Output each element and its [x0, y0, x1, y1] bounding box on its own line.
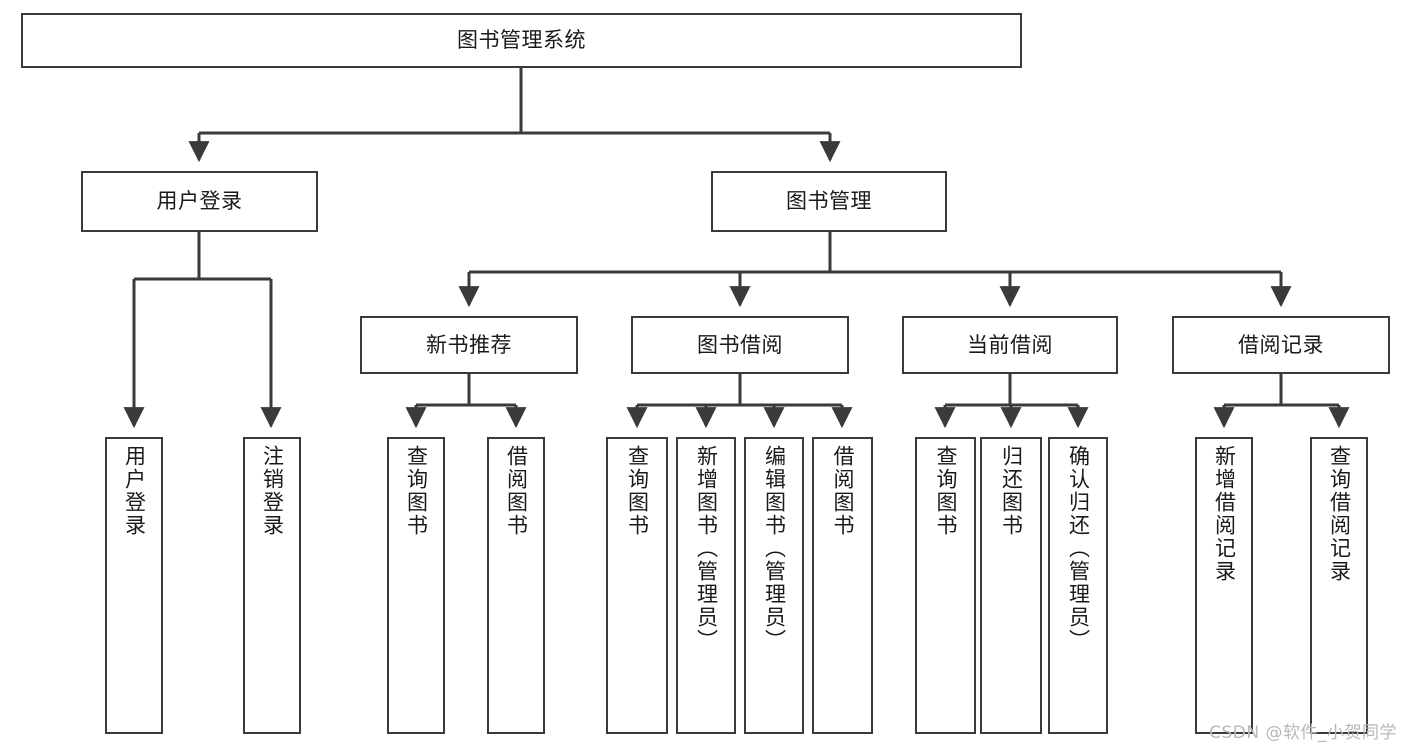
- node-borrow-record[interactable]: 借阅记录: [1172, 316, 1390, 374]
- node-leaf-query-book-2[interactable]: 查询图书: [606, 437, 668, 734]
- node-leaf-user-login-label: 用户登录: [122, 445, 147, 537]
- node-current-borrow[interactable]: 当前借阅: [902, 316, 1118, 374]
- node-leaf-add-record[interactable]: 新增借阅记录: [1195, 437, 1253, 734]
- node-borrow-record-label: 借阅记录: [1238, 332, 1324, 357]
- node-leaf-query-book-1[interactable]: 查询图书: [387, 437, 445, 734]
- node-current-borrow-label: 当前借阅: [967, 332, 1053, 357]
- node-leaf-query-book-1-label: 查询图书: [404, 445, 429, 537]
- node-leaf-edit-book-label: 编辑图书（管理员）: [762, 445, 787, 652]
- node-leaf-add-record-label: 新增借阅记录: [1212, 445, 1237, 583]
- node-leaf-query-book-2-label: 查询图书: [625, 445, 650, 537]
- node-book-borrow-label: 图书借阅: [697, 332, 783, 357]
- node-leaf-borrow-book-2[interactable]: 借阅图书: [812, 437, 873, 734]
- node-leaf-user-logout-label: 注销登录: [260, 445, 285, 537]
- node-leaf-query-record-label: 查询借阅记录: [1327, 445, 1352, 583]
- node-leaf-borrow-book-1[interactable]: 借阅图书: [487, 437, 545, 734]
- node-leaf-query-book-3[interactable]: 查询图书: [915, 437, 976, 734]
- node-user-login[interactable]: 用户登录: [81, 171, 318, 232]
- node-leaf-return-book[interactable]: 归还图书: [980, 437, 1042, 734]
- node-leaf-add-book-label: 新增图书（管理员）: [694, 445, 719, 652]
- node-user-login-label: 用户登录: [156, 189, 243, 214]
- node-book-management-label: 图书管理: [786, 189, 872, 214]
- node-book-borrow[interactable]: 图书借阅: [631, 316, 849, 374]
- node-leaf-query-record[interactable]: 查询借阅记录: [1310, 437, 1368, 734]
- node-leaf-add-book[interactable]: 新增图书（管理员）: [676, 437, 736, 734]
- node-leaf-confirm-return-label: 确认归还（管理员）: [1066, 445, 1091, 652]
- node-book-management[interactable]: 图书管理: [711, 171, 947, 232]
- node-leaf-query-book-3-label: 查询图书: [934, 445, 958, 537]
- node-leaf-confirm-return[interactable]: 确认归还（管理员）: [1048, 437, 1108, 734]
- node-leaf-user-login[interactable]: 用户登录: [105, 437, 163, 734]
- node-leaf-edit-book[interactable]: 编辑图书（管理员）: [744, 437, 804, 734]
- node-root-label: 图书管理系统: [457, 28, 586, 53]
- node-leaf-return-book-label: 归还图书: [999, 445, 1024, 537]
- node-new-book-recommend-label: 新书推荐: [426, 332, 512, 357]
- node-leaf-borrow-book-1-label: 借阅图书: [504, 445, 529, 537]
- node-root[interactable]: 图书管理系统: [21, 13, 1022, 68]
- node-leaf-user-logout[interactable]: 注销登录: [243, 437, 301, 734]
- node-new-book-recommend[interactable]: 新书推荐: [360, 316, 578, 374]
- node-leaf-borrow-book-2-label: 借阅图书: [831, 445, 855, 537]
